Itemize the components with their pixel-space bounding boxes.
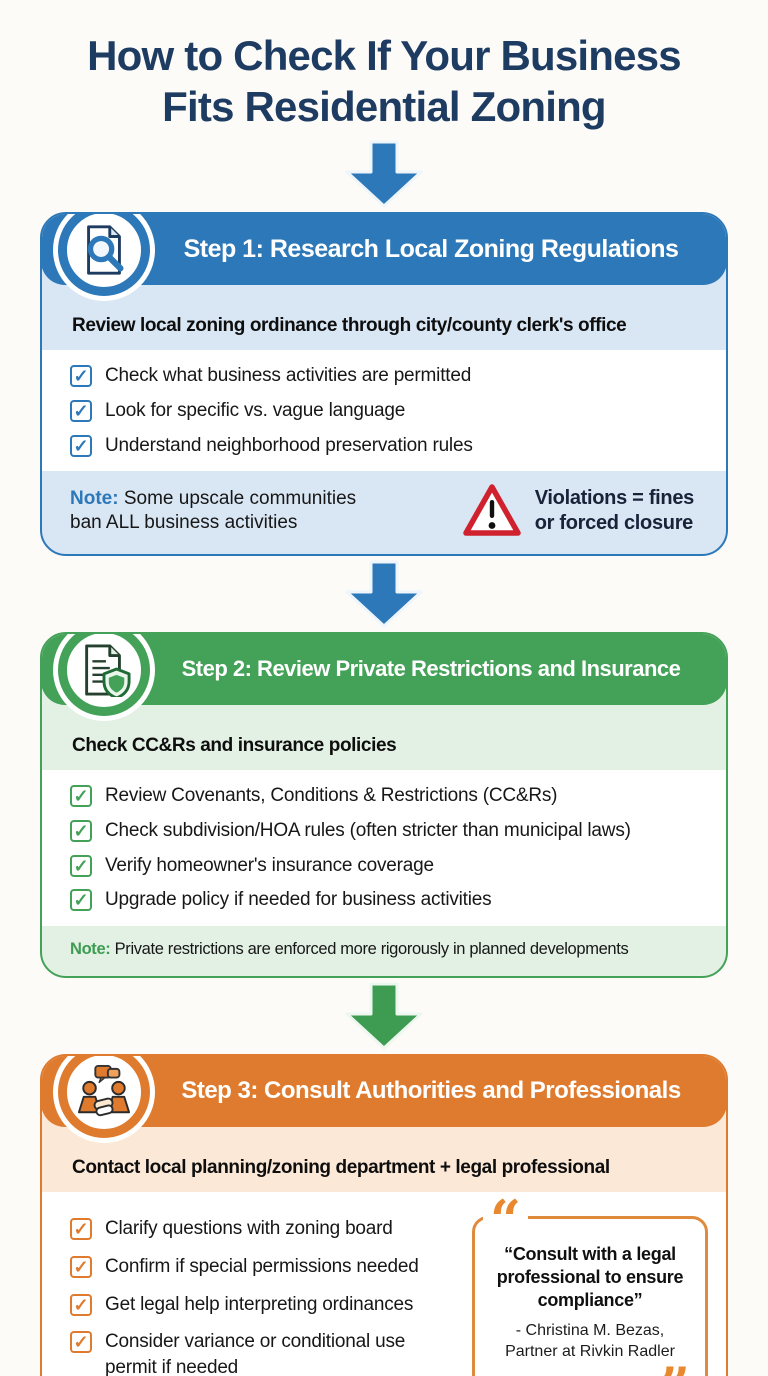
warning-triangle-icon: [462, 484, 521, 537]
step2-note-band: Note: Private restrictions are enforced …: [42, 926, 726, 976]
step3-card: Step 3: Consult Authorities and Professi…: [40, 1054, 728, 1376]
violation-warning-text: Violations = fines or forced closure: [534, 487, 695, 535]
checklist-item-label: Confirm if special permissions needed: [105, 1256, 419, 1278]
checkbox-checked-icon: ✓: [70, 854, 92, 877]
checklist-item-label: Check subdivision/HOA rules (often stric…: [105, 820, 631, 842]
checkbox-checked-icon: ✓: [70, 785, 92, 808]
step3-checklist: ✓ Clarify questions with zoning board ✓ …: [70, 1208, 458, 1376]
step3-icon-badge: [53, 1056, 155, 1144]
checklist-item-label: Consider variance or conditional use per…: [105, 1331, 406, 1376]
step3-title: Step 3: Consult Authorities and Professi…: [181, 1077, 681, 1105]
open-quote-icon: “: [483, 1194, 529, 1247]
checklist-item: ✓ Review Covenants, Conditions & Restric…: [70, 783, 710, 809]
checklist-item: ✓ Look for specific vs. vague language: [70, 398, 710, 424]
step1-subtitle-band: Review local zoning ordinance through ci…: [42, 285, 726, 350]
checklist-item: ✓ Check subdivision/HOA rules (often str…: [70, 818, 710, 844]
step1-icon-badge: [53, 214, 155, 302]
page-title: How to Check If Your Business Fits Resid…: [87, 30, 682, 132]
document-shield-icon: [58, 634, 150, 717]
checkbox-checked-icon: ✓: [70, 889, 92, 912]
step1-title: Step 1: Research Local Zoning Regulation…: [183, 234, 679, 263]
step2-header: Step 2: Review Private Restrictions and …: [42, 634, 726, 722]
note-text: Private restrictions are enforced more r…: [114, 939, 629, 958]
step1-note-band: Note: Some upscale communities ban ALL b…: [42, 471, 726, 554]
step3-subtitle: Contact local planning/zoning department…: [72, 1157, 610, 1179]
down-arrow-icon: [345, 140, 423, 208]
checkbox-checked-icon: ✓: [70, 820, 92, 843]
step1-card: Step 1: Research Local Zoning Regulation…: [40, 212, 728, 557]
note-label: Note:: [70, 487, 119, 509]
note-text: Note: Some upscale communities ban ALL b…: [70, 487, 357, 534]
step2-subtitle-band: Check CC&Rs and insurance policies: [42, 705, 726, 770]
close-quote-icon: ”: [651, 1361, 697, 1376]
checklist-item-label: Review Covenants, Conditions & Restricti…: [105, 785, 558, 807]
page-title-line2: Fits Residential Zoning: [162, 83, 606, 131]
note-label: Note:: [70, 939, 111, 958]
step2-icon-badge: [53, 634, 155, 722]
step1-subtitle: Review local zoning ordinance through ci…: [72, 315, 627, 337]
checkbox-checked-icon: ✓: [70, 1331, 92, 1354]
quote-attribution: - Christina M. Bezas, Partner at Rivkin …: [505, 1322, 675, 1361]
quote-box: “ “Consult with a legal professional to …: [472, 1194, 708, 1376]
checkbox-checked-icon: ✓: [70, 365, 92, 388]
down-arrow-icon: [345, 560, 423, 628]
step2-subtitle: Check CC&Rs and insurance policies: [72, 735, 397, 757]
step2-title: Step 2: Review Private Restrictions and …: [181, 656, 681, 682]
checklist-item: ✓ Check what business activities are per…: [70, 363, 710, 389]
checklist-item-label: Clarify questions with zoning board: [105, 1218, 393, 1240]
checkbox-checked-icon: ✓: [70, 400, 92, 423]
checklist-item-label: Look for specific vs. vague language: [105, 400, 406, 422]
step3-content: ✓ Clarify questions with zoning board ✓ …: [42, 1192, 726, 1376]
step2-checklist: ✓ Review Covenants, Conditions & Restric…: [42, 770, 726, 926]
checklist-item-label: Verify homeowner's insurance coverage: [105, 854, 434, 876]
step2-card: Step 2: Review Private Restrictions and …: [40, 632, 728, 979]
checklist-item-label: Understand neighborhood preservation rul…: [105, 434, 473, 456]
checklist-item: ✓ Verify homeowner's insurance coverage: [70, 853, 710, 879]
checkbox-checked-icon: ✓: [70, 1293, 92, 1316]
handshake-icon: [58, 1056, 150, 1139]
checklist-item: ✓ Confirm if special permissions needed: [70, 1254, 458, 1280]
down-arrow-icon: [345, 982, 423, 1050]
checkbox-checked-icon: ✓: [70, 1256, 92, 1279]
checklist-item-label: Upgrade policy if needed for business ac…: [105, 889, 492, 911]
checkbox-checked-icon: ✓: [70, 434, 92, 457]
checklist-item-label: Check what business activities are permi…: [105, 365, 472, 387]
violation-warning: Violations = fines or forced closure: [462, 484, 700, 538]
checklist-item: ✓ Understand neighborhood preservation r…: [70, 433, 710, 459]
checklist-item: ✓ Consider variance or conditional use p…: [70, 1329, 458, 1376]
page-title-line1: How to Check If Your Business: [87, 32, 682, 79]
checkbox-checked-icon: ✓: [70, 1218, 92, 1241]
checklist-item: ✓ Get legal help interpreting ordinances: [70, 1292, 458, 1318]
quote-text: “Consult with a legal professional to en…: [496, 1244, 684, 1311]
checklist-item: ✓ Upgrade policy if needed for business …: [70, 887, 710, 913]
step1-header: Step 1: Research Local Zoning Regulation…: [42, 214, 726, 302]
step3-header: Step 3: Consult Authorities and Professi…: [42, 1056, 726, 1144]
step1-checklist: ✓ Check what business activities are per…: [42, 350, 726, 472]
document-magnifier-icon: [58, 214, 150, 297]
checklist-item: ✓ Clarify questions with zoning board: [70, 1216, 458, 1242]
checklist-item-label: Get legal help interpreting ordinances: [105, 1293, 414, 1315]
step3-subtitle-band: Contact local planning/zoning department…: [42, 1127, 726, 1192]
